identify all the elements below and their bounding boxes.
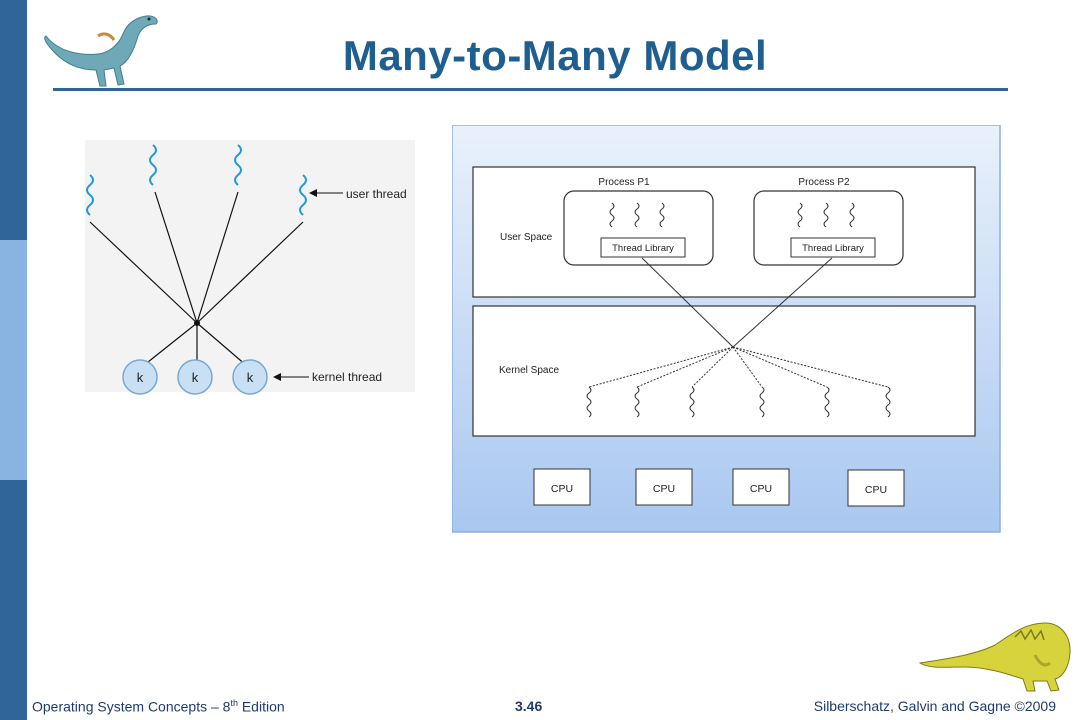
user-thread-squiggle [149, 144, 157, 186]
slide-title: Many-to-Many Model [342, 32, 768, 79]
sidebar-accent [0, 240, 27, 480]
cpu-box: CPU [847, 469, 905, 507]
user-thread-squiggle [234, 144, 242, 186]
svg-text:CPU: CPU [865, 484, 887, 496]
user-space-label: User Space [500, 232, 553, 243]
many-to-many-figure: k k k user thread kernel thread [85, 140, 415, 395]
footer-copyright: Silberschatz, Galvin and Gagne ©2009 [813, 698, 1056, 714]
process-thread-library-figure: User Space Process P1 Thread Library Pro… [452, 125, 1001, 533]
kernel-thread-node: k [232, 359, 268, 395]
dinosaur-footer-icon [918, 622, 1071, 692]
svg-text:CPU: CPU [653, 483, 675, 495]
thread-library-p1 [600, 237, 686, 258]
process-p1-label: Process P1 [598, 177, 650, 188]
thread-library-p2 [790, 237, 876, 258]
kernel-space-label: Kernel Space [499, 365, 559, 376]
svg-text:CPU: CPU [551, 483, 573, 495]
kernel-thread-node: k [177, 359, 213, 395]
cpu-box: CPU [635, 468, 693, 506]
process-p2-label: Process P2 [798, 177, 850, 188]
title-divider [53, 88, 1008, 91]
footer-page-number: 3.46 [515, 698, 543, 714]
svg-text:Thread Library: Thread Library [612, 243, 674, 254]
svg-text:k: k [192, 370, 199, 385]
kernel-space-box [472, 305, 976, 437]
cpu-box: CPU [732, 468, 790, 506]
user-thread-squiggle [86, 174, 94, 216]
svg-text:Thread Library: Thread Library [802, 243, 864, 254]
dinosaur-logo-icon [44, 15, 158, 87]
cpu-box: CPU [533, 468, 591, 506]
svg-text:k: k [247, 370, 254, 385]
footer-course-title: Operating System Concepts – 8th Edition [32, 698, 285, 715]
user-thread-label: user thread [346, 187, 407, 201]
svg-text:CPU: CPU [750, 483, 772, 495]
kernel-thread-node: k [122, 359, 158, 395]
user-thread-squiggle [299, 174, 307, 216]
svg-text:k: k [137, 370, 144, 385]
kernel-thread-label: kernel thread [312, 370, 382, 384]
